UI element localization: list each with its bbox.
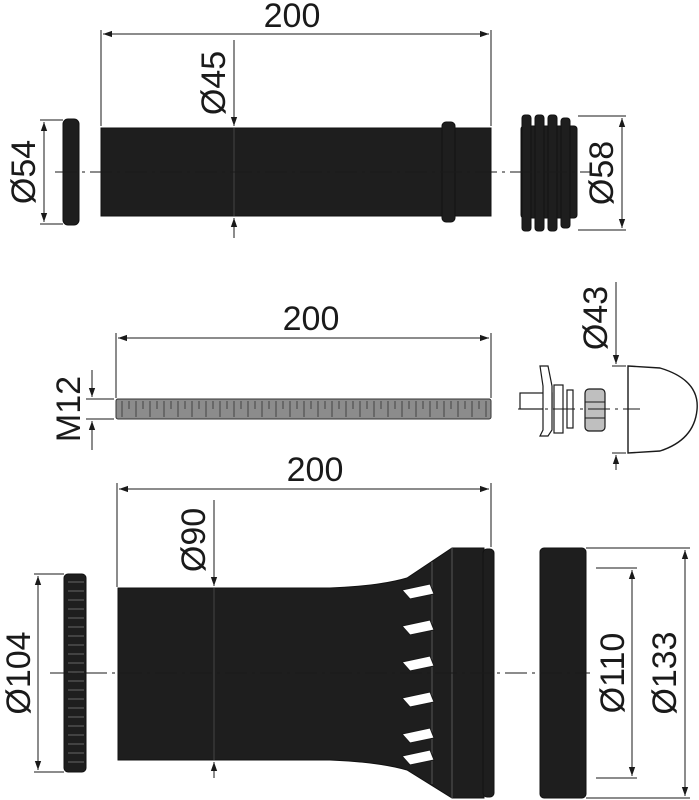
- fin: [401, 583, 435, 600]
- section-2-rod-set: 200 M12 Ø43: [50, 282, 698, 470]
- rod-threads: [121, 401, 487, 417]
- sleeve-rib: [547, 114, 558, 232]
- collar-inner-diameter-label: Ø110: [594, 633, 632, 714]
- thread-label: M12: [50, 376, 88, 442]
- section-1-pipe-set: 200 Ø54 Ø45 Ø58: [5, 0, 626, 238]
- seal-ring-diameter-label: Ø54: [5, 140, 43, 204]
- length-label: 200: [287, 451, 344, 489]
- cap-diameter-label: Ø43: [577, 286, 615, 350]
- anchor-plate: [539, 365, 553, 437]
- ring-diameter-label: Ø104: [0, 631, 38, 714]
- fin: [401, 749, 435, 766]
- length-label: 200: [264, 0, 321, 35]
- sleeve-rib: [521, 114, 532, 232]
- threaded-ring-grooves: [68, 581, 84, 763]
- hex-nut: [584, 388, 606, 432]
- fin: [401, 655, 435, 672]
- fin: [401, 691, 435, 708]
- sleeve-diameter-label: Ø58: [583, 141, 621, 205]
- sleeve-rib: [560, 117, 571, 229]
- fin: [401, 619, 435, 636]
- decorative-cap: [627, 365, 698, 454]
- threaded-rod: [115, 398, 492, 420]
- bend-pipe-fins: [401, 583, 435, 766]
- collar-outer-diameter-label: Ø133: [646, 631, 684, 714]
- sleeve-rib: [534, 114, 545, 232]
- fin: [401, 727, 435, 744]
- pipe-diameter-label: Ø45: [195, 51, 233, 115]
- section-3-bend-set: 200 Ø104 Ø90 Ø110 Ø133: [0, 451, 690, 799]
- pipe-diameter-label: Ø90: [175, 508, 213, 572]
- length-label: 200: [283, 300, 340, 338]
